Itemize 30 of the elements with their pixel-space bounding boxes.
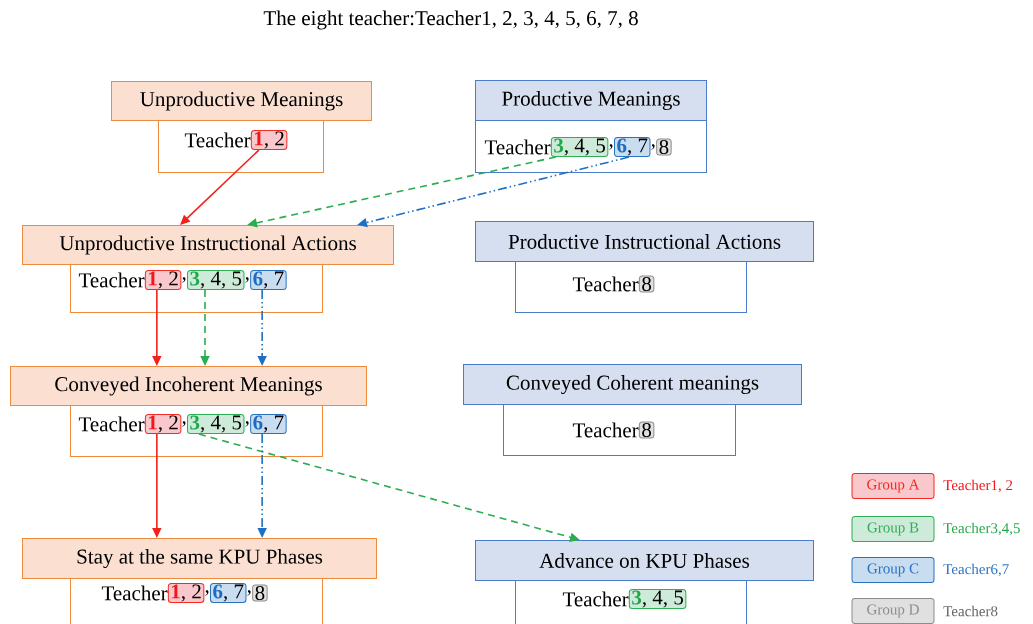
group-tag: 3, 4, 5 xyxy=(187,269,245,291)
group-tag: 8 xyxy=(656,138,672,156)
heading-box: Unproductive Meanings xyxy=(111,81,372,121)
teacher-list: Teacher1, 2 xyxy=(943,479,1013,493)
teacher-list: Teacher6,7 xyxy=(943,563,1009,577)
group-tag: 6, 7 xyxy=(250,269,287,291)
arrow xyxy=(180,149,260,225)
group-tag: 6, 7 xyxy=(250,413,287,435)
group-tag: 8 xyxy=(252,584,268,602)
group-tag: 6, 7 xyxy=(210,582,247,604)
group-tag: 1, 2 xyxy=(167,582,205,604)
heading-box: Conveyed Coherent meanings xyxy=(463,364,802,405)
group-tag: 6, 7 xyxy=(614,136,651,158)
group-tag: 1, 2 xyxy=(144,413,182,435)
group-tag: 8 xyxy=(638,275,655,293)
heading-box: Stay at the same KPU Phases xyxy=(22,538,377,579)
title: The eight teacher:Teacher1, 2, 3, 4, 5, 6, 7, 8 xyxy=(263,10,638,30)
group-tag: 3, 4, 5 xyxy=(187,413,245,435)
teacher-list: Teacher3,4,5 xyxy=(943,522,1020,536)
group-tag: 8 xyxy=(638,421,655,439)
heading-box: Conveyed Incoherent Meanings xyxy=(10,366,367,406)
group-tag: 3, 4, 5 xyxy=(550,136,609,158)
group-tag: 1, 2 xyxy=(250,129,288,151)
teacher-list: Teacher8 xyxy=(943,605,998,617)
group-tag: 3, 4, 5 xyxy=(628,588,687,610)
heading-box: Advance on KPU Phases xyxy=(475,540,814,581)
heading-box: Productive Meanings xyxy=(475,80,707,121)
heading-box: Productive Instructional Actions xyxy=(475,221,814,262)
group-tag: 1, 2 xyxy=(144,269,182,291)
heading-box: Unproductive Instructional Actions xyxy=(22,225,394,265)
